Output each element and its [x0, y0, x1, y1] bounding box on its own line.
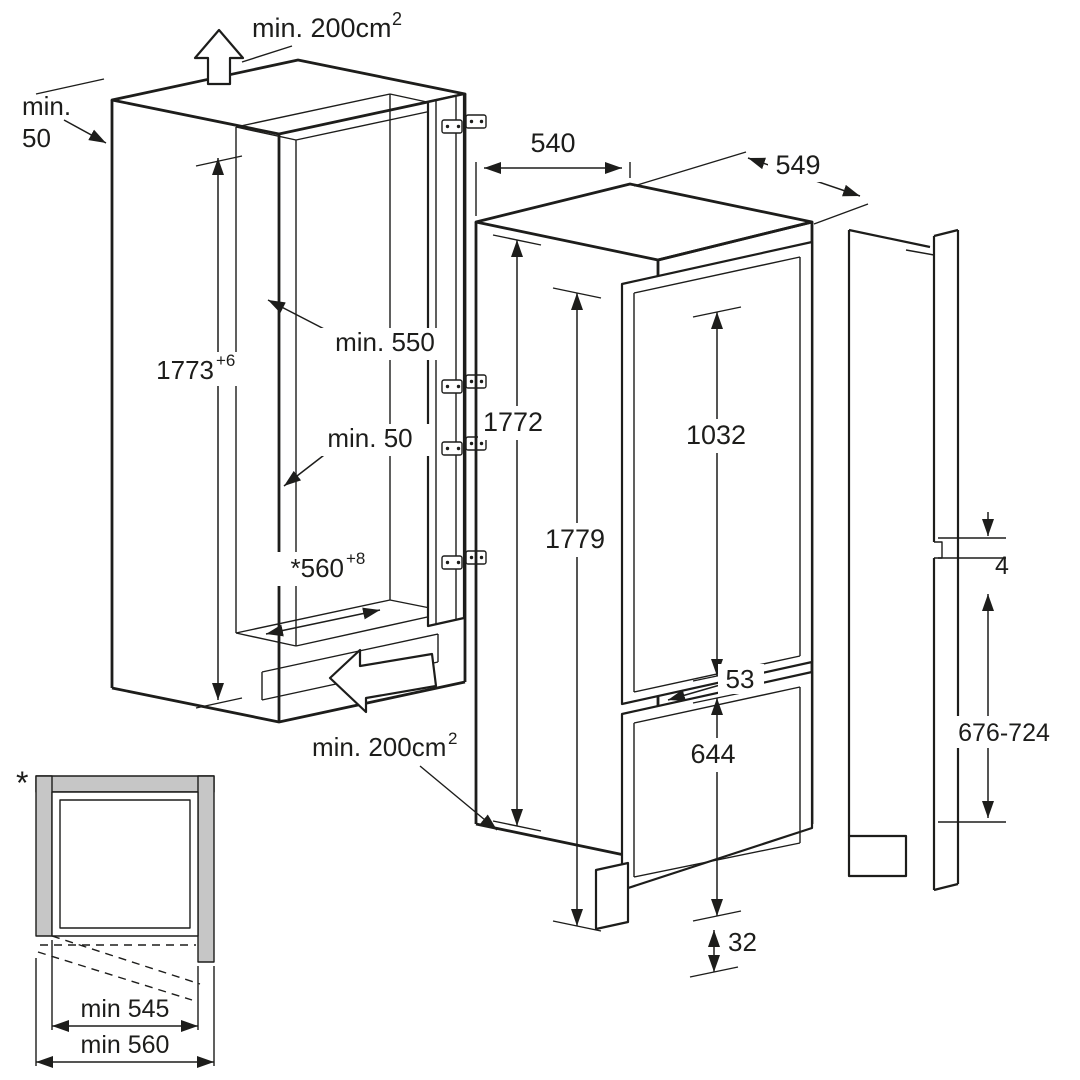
label-plan-mark: *	[16, 765, 28, 801]
label-vent-top: min. 200cm	[252, 13, 392, 43]
label-height-total: 1779	[545, 524, 605, 554]
label-top-clearance-2: 50	[22, 123, 51, 153]
label-vent-top-sup: 2	[392, 9, 402, 29]
vent-arrow-plinth-icon	[328, 648, 438, 714]
label-niche-height-tol: +6	[216, 351, 235, 370]
ventilation-arrows	[193, 28, 498, 831]
appliance-drawing	[474, 182, 814, 931]
hinge-bracket	[441, 114, 487, 134]
label-height-body: 1772	[483, 407, 543, 437]
label-niche-depth: min. 550	[335, 327, 435, 357]
niche-cabinet-drawing	[110, 58, 467, 724]
label-plan-outer-width: min 560	[81, 1031, 170, 1059]
label-niche-height: 1773	[156, 355, 214, 385]
label-appliance-width: 540	[530, 128, 575, 158]
label-top-clearance-1: min.	[22, 91, 71, 121]
label-lower-door: 644	[690, 739, 735, 769]
label-niche-width: *560	[291, 553, 345, 583]
label-plan-inner-width: min 545	[81, 995, 170, 1023]
label-hinge-range: 676-724	[958, 719, 1050, 747]
label-panel-clearance: 4	[995, 552, 1009, 580]
appliance-foot	[594, 861, 630, 931]
vent-arrow-up-icon	[193, 28, 245, 86]
side-panel-drawing	[847, 228, 1006, 892]
label-bottom-gap: 32	[728, 927, 757, 957]
niche-dimension-lines	[35, 78, 381, 709]
label-upper-door: 1032	[686, 420, 746, 450]
label-door-gap: 53	[726, 664, 755, 694]
label-niche-width-tol: +8	[346, 549, 365, 568]
plan-view-drawing	[35, 775, 215, 1068]
label-vent-bottom: min. 200cm	[312, 732, 446, 762]
label-rear-gap: min. 50	[327, 423, 412, 453]
dimension-annotations: min. 200cm 2 min. 50 1773 +6 min. 550 mi…	[16, 9, 1060, 1059]
appliance-dimension-lines	[475, 151, 869, 978]
label-vent-bottom-sup: 2	[448, 729, 457, 748]
label-appliance-depth: 549	[775, 150, 820, 180]
